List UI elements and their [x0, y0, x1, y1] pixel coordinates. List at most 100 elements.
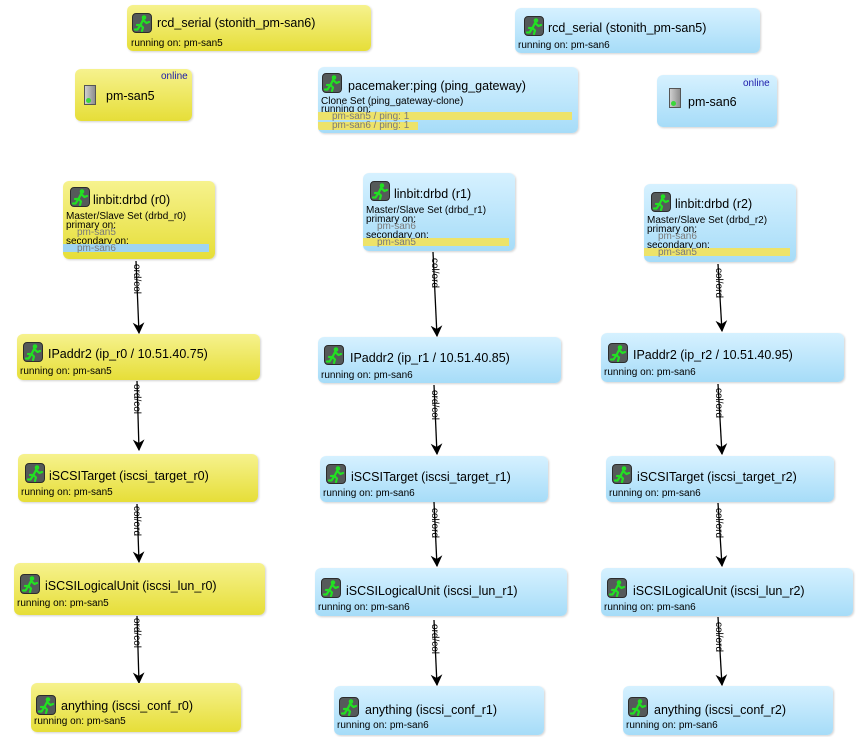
primary-host: pm-san5 — [77, 227, 116, 238]
drbd-node-r2[interactable]: linbit:drbd (r2) Master/Slave Set (drbd_… — [644, 184, 796, 262]
secondary-label: secondary on: — [647, 240, 710, 251]
secondary-host: pm-san6 — [77, 243, 116, 254]
secondary-label: secondary on: — [66, 236, 129, 247]
edge-label-target-lun-r0: col/ord — [131, 506, 142, 537]
stonith-node-san5[interactable]: rcd_serial (stonith_pm-san5) running on:… — [515, 8, 760, 53]
node-title: iSCSILogicalUnit (iscsi_lun_r2) — [633, 584, 805, 598]
primary-label: primary on: — [66, 220, 117, 231]
runner-icon — [322, 73, 342, 93]
node-title: iSCSITarget (iscsi_target_r1) — [351, 470, 511, 484]
target-node-r2[interactable]: iSCSITarget (iscsi_target_r2) running on… — [606, 456, 834, 502]
edge-drbd-ip-r0 — [132, 260, 145, 335]
runner-icon — [20, 574, 40, 594]
node-title: iSCSILogicalUnit (iscsi_lun_r0) — [45, 579, 217, 593]
primary-host: pm-san6 — [377, 221, 416, 232]
ip-node-r2[interactable]: IPaddr2 (ip_r2 / 10.51.40.95) running on… — [601, 333, 844, 382]
ping-clone-node[interactable]: pacemaker:ping (ping_gateway) Clone Set … — [318, 67, 578, 133]
edge-label-target-lun-r2: col/ord — [713, 508, 724, 539]
secondary-label: secondary on: — [366, 230, 429, 241]
edge-target-lun-r1 — [430, 501, 443, 568]
edge-target-lun-r2 — [715, 502, 728, 568]
node-status: running on: pm-san6 — [318, 602, 410, 613]
primary-label: primary on: — [366, 214, 417, 225]
runner-icon — [608, 343, 628, 363]
runner-icon — [36, 695, 56, 715]
secondary-host: pm-san5 — [377, 237, 416, 248]
runner-icon — [321, 578, 341, 598]
drbd-node-r1[interactable]: linbit:drbd (r1) Master/Slave Set (drbd_… — [363, 173, 515, 251]
target-node-r1[interactable]: iSCSITarget (iscsi_target_r1) running on… — [320, 456, 548, 502]
target-node-r0[interactable]: iSCSITarget (iscsi_target_r0) running on… — [18, 454, 258, 502]
conf-node-r1[interactable]: anything (iscsi_conf_r1) running on: pm-… — [334, 686, 544, 735]
node-status: running on: pm-san5 — [17, 598, 109, 609]
ip-node-r1[interactable]: IPaddr2 (ip_r1 / 10.51.40.85) running on… — [318, 337, 561, 383]
stonith-node-san6[interactable]: rcd_serial (stonith_pm-san6) running on:… — [127, 5, 371, 51]
lun-node-r2[interactable]: iSCSILogicalUnit (iscsi_lun_r2) running … — [601, 568, 853, 616]
runner-icon — [326, 464, 346, 484]
node-title: linbit:drbd (r1) — [394, 187, 472, 201]
ping-entry: pm-san6 / ping: 1 — [332, 120, 410, 131]
edge-drbd-ip-r2 — [715, 263, 728, 333]
edge-lun-conf-r1 — [430, 619, 443, 687]
running-label: running on: — [321, 104, 372, 115]
runner-icon — [70, 187, 90, 207]
edge-label-lun-conf-r2: col/ord — [713, 622, 724, 653]
node-status: running on: pm-san5 — [34, 716, 126, 727]
edge-ip-target-r2 — [715, 383, 728, 456]
runner-icon — [324, 345, 344, 365]
conf-node-r0[interactable]: anything (iscsi_conf_r0) running on: pm-… — [31, 683, 241, 732]
node-title: iSCSILogicalUnit (iscsi_lun_r1) — [346, 584, 518, 598]
node-title: IPaddr2 (ip_r0 / 10.51.40.75) — [48, 347, 208, 361]
drbd-node-r0[interactable]: linbit:drbd (r0) Master/Slave Set (drbd_… — [63, 181, 215, 259]
node-status: running on: pm-san6 — [604, 367, 696, 378]
node-status: running on: pm-san6 — [609, 488, 701, 499]
node-title: pacemaker:ping (ping_gateway) — [348, 79, 526, 93]
edge-ip-target-r0 — [132, 380, 145, 452]
node-title: anything (iscsi_conf_r1) — [365, 703, 498, 717]
ms-set-label: Master/Slave Set (drbd_r2) — [647, 215, 768, 226]
secondary-host: pm-san5 — [658, 247, 697, 258]
runner-icon — [651, 192, 671, 212]
lun-node-r1[interactable]: iSCSILogicalUnit (iscsi_lun_r1) running … — [315, 568, 567, 616]
host-node-pm-san5[interactable]: online pm-san5 — [75, 69, 192, 121]
edge-label-ip-target-r1: ord/col — [429, 390, 440, 421]
edge-label-drbd-ip-r2: col/ord — [713, 268, 724, 299]
node-title: rcd_serial (stonith_pm-san6) — [157, 16, 316, 30]
primary-host: pm-san6 — [658, 231, 697, 242]
node-status: running on: pm-san6 — [321, 370, 413, 381]
primary-label: primary on: — [647, 224, 698, 235]
host-state: online — [743, 78, 770, 89]
node-status: running on: pm-san6 — [323, 488, 415, 499]
edge-label-drbd-ip-r1: col/ord — [429, 258, 440, 289]
runner-icon — [607, 578, 627, 598]
lun-node-r0[interactable]: iSCSILogicalUnit (iscsi_lun_r0) running … — [14, 563, 265, 615]
ping-entry: pm-san5 / ping: 1 — [332, 111, 410, 122]
edge-label-drbd-ip-r0: ord/col — [131, 264, 142, 295]
runner-icon — [628, 697, 648, 717]
node-status: running on: pm-san5 — [21, 487, 113, 498]
edge-lun-conf-r0 — [132, 615, 145, 685]
conf-node-r2[interactable]: anything (iscsi_conf_r2) running on: pm-… — [623, 686, 833, 735]
runner-icon — [524, 16, 544, 36]
node-title: anything (iscsi_conf_r2) — [654, 703, 787, 717]
edge-ip-target-r1 — [430, 384, 443, 456]
node-title: linbit:drbd (r0) — [93, 193, 171, 207]
edge-label-target-lun-r1: col/ord — [429, 508, 440, 539]
server-icon — [84, 85, 96, 105]
host-name: pm-san6 — [688, 95, 737, 109]
node-title: iSCSITarget (iscsi_target_r2) — [637, 470, 797, 484]
runner-icon — [25, 463, 45, 483]
secondary-bar — [644, 248, 790, 256]
ip-node-r0[interactable]: IPaddr2 (ip_r0 / 10.51.40.75) running on… — [17, 334, 260, 380]
runner-icon — [612, 464, 632, 484]
server-icon — [669, 88, 681, 108]
edge-lun-conf-r2 — [715, 616, 728, 687]
edge-target-lun-r0 — [132, 503, 145, 564]
node-title: iSCSITarget (iscsi_target_r0) — [49, 469, 209, 483]
edge-label-lun-conf-r0: ord/col — [131, 618, 142, 649]
node-title: rcd_serial (stonith_pm-san5) — [548, 21, 707, 35]
host-node-pm-san6[interactable]: online pm-san6 — [657, 75, 777, 127]
node-status: running on: pm-san6 — [337, 720, 429, 731]
node-title: IPaddr2 (ip_r2 / 10.51.40.95) — [633, 348, 793, 362]
